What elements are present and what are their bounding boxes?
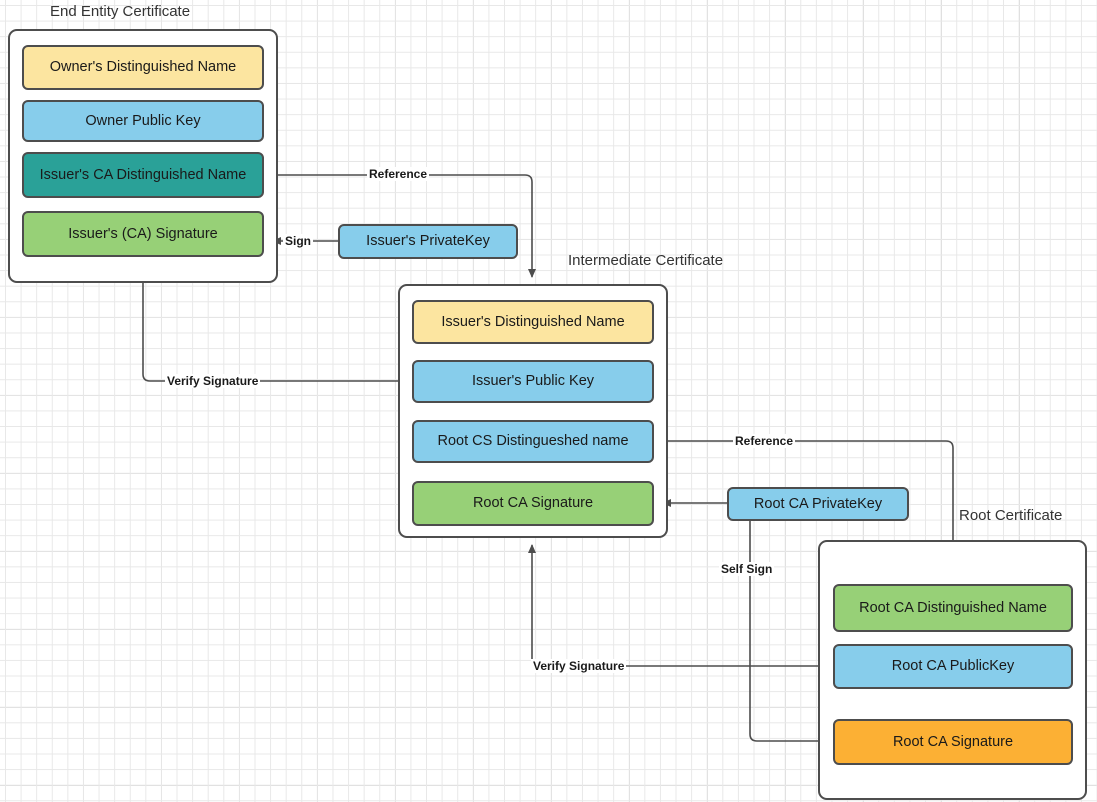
edge-label-self-sign: Self Sign bbox=[719, 562, 775, 576]
field-root-ca-signature[interactable]: Root CA Signature bbox=[833, 719, 1073, 765]
field-root-cs-distingueshed-name[interactable]: Root CS Distingueshed name bbox=[412, 420, 654, 463]
group-title-intermediate: Intermediate Certificate bbox=[568, 252, 724, 269]
group-title-end-entity: End Entity Certificate bbox=[50, 3, 191, 20]
field-issuers-ca-signature[interactable]: Issuer's (CA) Signature bbox=[22, 211, 264, 257]
edge-label-reference-top: Reference bbox=[367, 167, 430, 181]
edge-label-sign: Sign bbox=[283, 234, 313, 248]
field-issuers-public-key[interactable]: Issuer's Public Key bbox=[412, 360, 654, 403]
edge-self-sign bbox=[749, 520, 827, 745]
edge-verify-signature-top bbox=[139, 267, 412, 382]
field-issuers-ca-distinguished-name[interactable]: Issuer's CA Distinguished Name bbox=[22, 152, 264, 198]
field-root-ca-distinguished-name[interactable]: Root CA Distinguished Name bbox=[833, 584, 1073, 632]
group-title-root: Root Certificate bbox=[959, 507, 1063, 524]
field-owner-public-key[interactable]: Owner Public Key bbox=[22, 100, 264, 142]
key-root-ca-privatekey[interactable]: Root CA PrivateKey bbox=[727, 487, 909, 521]
edge-verify-signature-bottom bbox=[528, 544, 833, 667]
field-intermediate-root-ca-signature[interactable]: Root CA Signature bbox=[412, 481, 654, 526]
field-owners-distinguished-name[interactable]: Owner's Distinguished Name bbox=[22, 45, 264, 90]
edge-label-verify-signature-top: Verify Signature bbox=[165, 374, 261, 388]
key-issuers-privatekey[interactable]: Issuer's PrivateKey bbox=[338, 224, 518, 259]
field-root-ca-publickey[interactable]: Root CA PublicKey bbox=[833, 644, 1073, 689]
field-issuers-distinguished-name[interactable]: Issuer's Distinguished Name bbox=[412, 300, 654, 344]
edge-label-verify-signature-bottom: Verify Signature bbox=[531, 659, 627, 673]
edge-label-reference-bottom: Reference bbox=[733, 434, 796, 448]
